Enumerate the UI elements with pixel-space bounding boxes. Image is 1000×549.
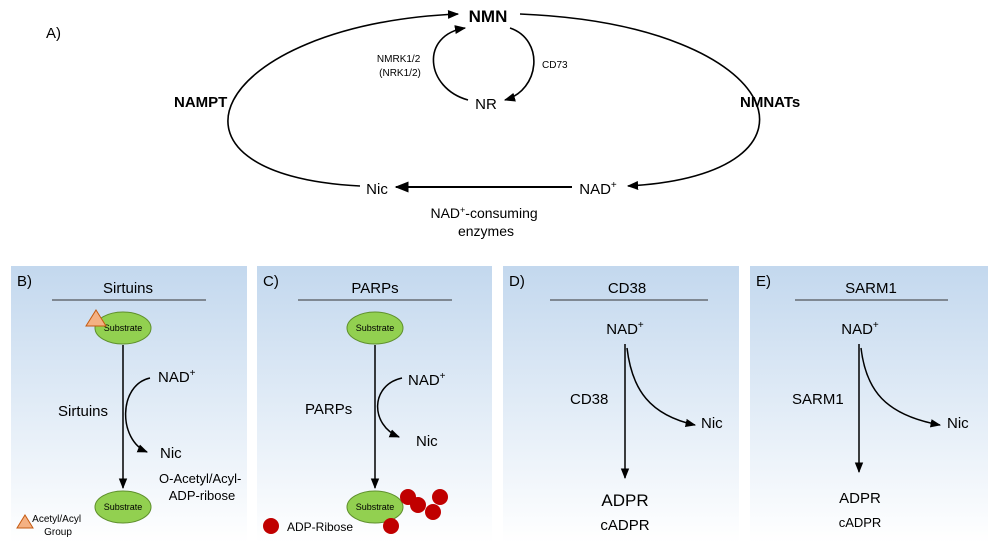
panel-c-enzyme: PARPs [305, 401, 352, 418]
adp-ribose-unit [432, 489, 448, 505]
panel-e-label: E) [756, 273, 771, 290]
panel-b-nic: Nic [160, 445, 182, 462]
panel-b-enzyme: Sirtuins [58, 403, 108, 420]
panel-a-label: A) [46, 25, 61, 42]
panel-d-nic: Nic [701, 415, 723, 432]
panel-d-title: CD38 [608, 280, 646, 297]
panel-b-nad: NAD+ [158, 368, 196, 386]
arrow-nmrk [432, 25, 469, 101]
nampt-label: NAMPT [174, 94, 227, 111]
panel-d-product1: ADPR [601, 491, 648, 510]
panel-b-side-arrow [124, 377, 151, 453]
panel-e-product2: cADPR [839, 515, 882, 530]
panel-d-nad: NAD+ [606, 320, 644, 338]
adp-ribose-unit [383, 518, 399, 534]
panel-c-title: PARPs [351, 280, 398, 297]
acetyl-group-icon [85, 309, 107, 327]
panel-e-side-arrow [860, 347, 942, 428]
arrow-cd73 [503, 27, 535, 102]
panel-b: B) Sirtuins Substrate NAD+ Sirtuins Nic … [11, 266, 247, 543]
substrate-top-c-label: Substrate [356, 323, 395, 333]
panel-c-nic: Nic [416, 433, 438, 450]
panel-d-product2: cADPR [600, 517, 649, 534]
panel-c-label: C) [263, 273, 279, 290]
panel-c: C) PARPs Substrate NAD+ PARPs Nic Substr… [257, 266, 492, 543]
legend-acetyl-icon [16, 514, 34, 529]
substrate-bottom-b [94, 490, 152, 524]
nmnats-label: NMNATs [740, 94, 800, 111]
panel-d-label: D) [509, 273, 525, 290]
nmrk-label: NMRK1/2 (NRK1/2) [377, 54, 423, 79]
panel-d-enzyme: CD38 [570, 391, 608, 408]
adp-ribose-unit [410, 497, 426, 513]
panel-d-side-arrow [626, 347, 697, 428]
panel-b-title: Sirtuins [103, 280, 153, 297]
nic-node: Nic [366, 181, 388, 198]
substrate-top-c [346, 311, 404, 345]
panel-e-title: SARM1 [845, 280, 897, 297]
panel-e-enzyme: SARM1 [792, 391, 844, 408]
nad-node: NAD+ [579, 180, 617, 198]
panel-e: E) SARM1 NAD+ SARM1 Nic ADPR cADPR [750, 266, 988, 543]
adp-ribose-unit [425, 504, 441, 520]
panel-b-label: B) [17, 273, 32, 290]
substrate-top-b [94, 311, 152, 345]
arrow-nmnats [519, 13, 761, 190]
substrate-bottom-c-label: Substrate [356, 502, 395, 512]
substrate-bottom-c [346, 490, 404, 524]
panel-e-product1: ADPR [839, 490, 881, 507]
substrate-bottom-b-label: Substrate [104, 502, 143, 512]
consuming-enzymes-label: NAD+-consuming enzymes [430, 205, 541, 239]
nr-node: NR [475, 96, 497, 113]
panel-e-background [750, 266, 988, 543]
panel-e-nad: NAD+ [841, 320, 879, 338]
panel-d: D) CD38 NAD+ CD38 Nic ADPR cADPR [503, 266, 739, 543]
substrate-top-b-label: Substrate [104, 323, 143, 333]
arrow-nampt [227, 9, 460, 187]
nmn-node: NMN [469, 7, 508, 26]
legend-acetyl-label: Acetyl/Acyl Group [32, 514, 84, 538]
panel-b-product: O-Acetyl/Acyl- ADP-ribose [159, 471, 245, 503]
legend-adp-ribose-label: ADP-Ribose [287, 520, 353, 534]
panel-c-side-arrow [376, 377, 403, 438]
legend-adp-ribose-icon [263, 518, 279, 534]
panel-d-background [503, 266, 739, 543]
panel-c-nad: NAD+ [408, 371, 446, 389]
panel-a: A) NMN NR Nic NAD+ NAMPT NMNATs NMRK1/2 … [46, 7, 800, 239]
panel-e-nic: Nic [947, 415, 969, 432]
cd73-label: CD73 [542, 60, 568, 71]
